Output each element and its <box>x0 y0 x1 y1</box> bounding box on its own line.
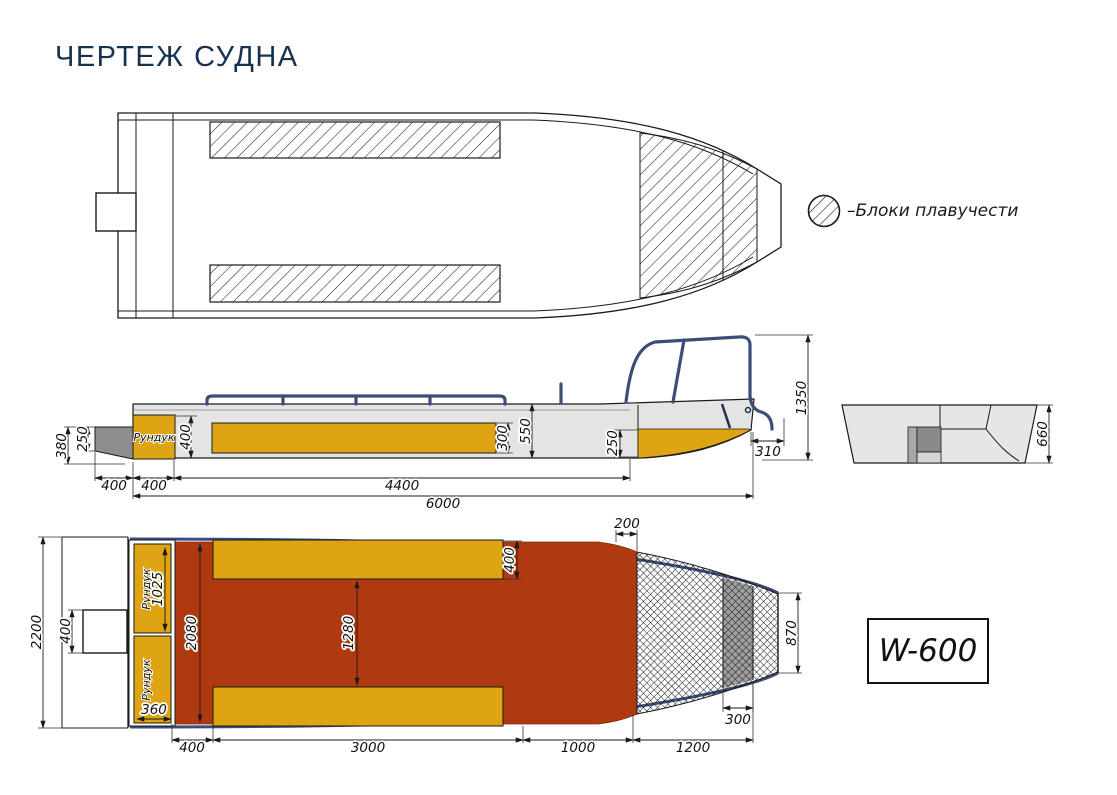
windshield-edge <box>720 403 732 429</box>
locker-side-label: Рундук <box>133 431 174 444</box>
buoyancy-legend: –Блоки плавучести <box>806 193 1018 229</box>
dim-locker-height-400: 400 <box>175 415 197 459</box>
svg-text:1200: 1200 <box>676 740 710 756</box>
locker-aft-starboard <box>133 635 172 724</box>
dim-bracket-400: 400 <box>56 609 83 654</box>
svg-text:400: 400 <box>141 478 167 494</box>
bench-port <box>212 539 504 580</box>
dim-bracket-height-250: 250 <box>73 424 97 454</box>
motor-bracket <box>95 192 137 232</box>
svg-text:3000: 3000 <box>351 740 385 756</box>
dim-bow-width-870: 870 <box>778 592 802 674</box>
svg-text:1280: 1280 <box>341 616 357 650</box>
top-view <box>95 112 782 319</box>
dim-bow-step-250: 250 <box>603 428 638 458</box>
dim-beam-2200: 2200 <box>27 536 62 729</box>
dim-depth-550: 550 <box>516 403 536 459</box>
svg-text:250: 250 <box>75 426 91 452</box>
dim-mid-floor-1280: 1280 <box>339 580 360 686</box>
dim-stern-floor-2080: 2080 <box>182 543 203 723</box>
svg-text:400: 400 <box>178 424 194 450</box>
motor-mount-pad <box>916 426 942 453</box>
dim-locker-width-360: 360 <box>136 700 172 722</box>
deck-view: Рундук Рундук 2200 400 1025 360 <box>27 514 802 758</box>
bench-starboard <box>212 686 504 727</box>
locker-starboard-label: Рундук <box>140 659 153 700</box>
svg-text:360: 360 <box>141 702 167 718</box>
svg-text:300: 300 <box>725 712 751 728</box>
dim-transom-depth-660: 660 <box>1025 404 1053 464</box>
svg-text:300: 300 <box>495 425 511 451</box>
svg-text:310: 310 <box>755 444 781 460</box>
motor-mount-base <box>916 451 942 464</box>
side-view: Рундук 380 250 4 <box>52 334 813 514</box>
bench-side <box>211 422 497 454</box>
bow-buoyancy-hatch <box>636 551 779 715</box>
svg-text:1350: 1350 <box>794 381 810 415</box>
dim-bottom-chain: 400 3000 1000 1200 <box>171 682 754 758</box>
motor-bracket-deck <box>82 609 128 654</box>
dim-locker-length-1025: 1025 <box>148 547 168 632</box>
dim-overall-height-1350: 1350 <box>755 334 813 461</box>
dim-transom-height-380: 380 <box>52 426 125 465</box>
svg-text:400: 400 <box>58 618 74 644</box>
svg-text:200: 200 <box>614 516 640 532</box>
buoyancy-block-starboard <box>209 264 501 303</box>
svg-text:660: 660 <box>1035 421 1051 447</box>
bow-bottom-panel <box>637 428 753 459</box>
svg-text:250: 250 <box>605 430 621 456</box>
model-badge: W-600 <box>867 618 989 684</box>
svg-text:870: 870 <box>784 620 800 646</box>
bow-eye <box>744 406 752 414</box>
section-view: 660 <box>841 404 1053 464</box>
dim-bottom-chain: 400 400 4400 6000 <box>94 432 754 514</box>
dim-bench-height-300: 300 <box>493 422 513 454</box>
buoyancy-block-bow <box>639 132 758 299</box>
svg-text:1025: 1025 <box>150 572 166 606</box>
svg-text:4400: 4400 <box>385 478 419 494</box>
dim-bow-overhang-310: 310 <box>750 418 785 462</box>
cockpit-rail <box>205 382 563 406</box>
locker-port-label: Рундук <box>140 568 153 609</box>
buoyancy-block-port <box>209 121 501 159</box>
svg-text:2080: 2080 <box>184 616 200 650</box>
dim-bench-width-400: 400 <box>500 540 522 580</box>
transom-bracket <box>94 426 134 460</box>
svg-text:400: 400 <box>101 478 127 494</box>
svg-text:2200: 2200 <box>29 615 45 649</box>
legend-label: –Блоки плавучести <box>847 201 1019 221</box>
locker-side <box>132 414 176 460</box>
svg-text:380: 380 <box>54 433 70 459</box>
bow-pulpit-rail <box>624 335 774 431</box>
motor-mount-strip <box>907 426 918 464</box>
hatched-circle-icon <box>807 194 841 228</box>
svg-text:400: 400 <box>502 547 518 573</box>
svg-text:550: 550 <box>518 418 534 444</box>
svg-text:6000: 6000 <box>426 496 460 512</box>
dim-gunwale-gap-200: 200 <box>612 514 642 551</box>
svg-text:400: 400 <box>179 740 205 756</box>
page-title: ЧЕРТЕЖ СУДНА <box>55 41 299 74</box>
svg-text:1000: 1000 <box>561 740 595 756</box>
